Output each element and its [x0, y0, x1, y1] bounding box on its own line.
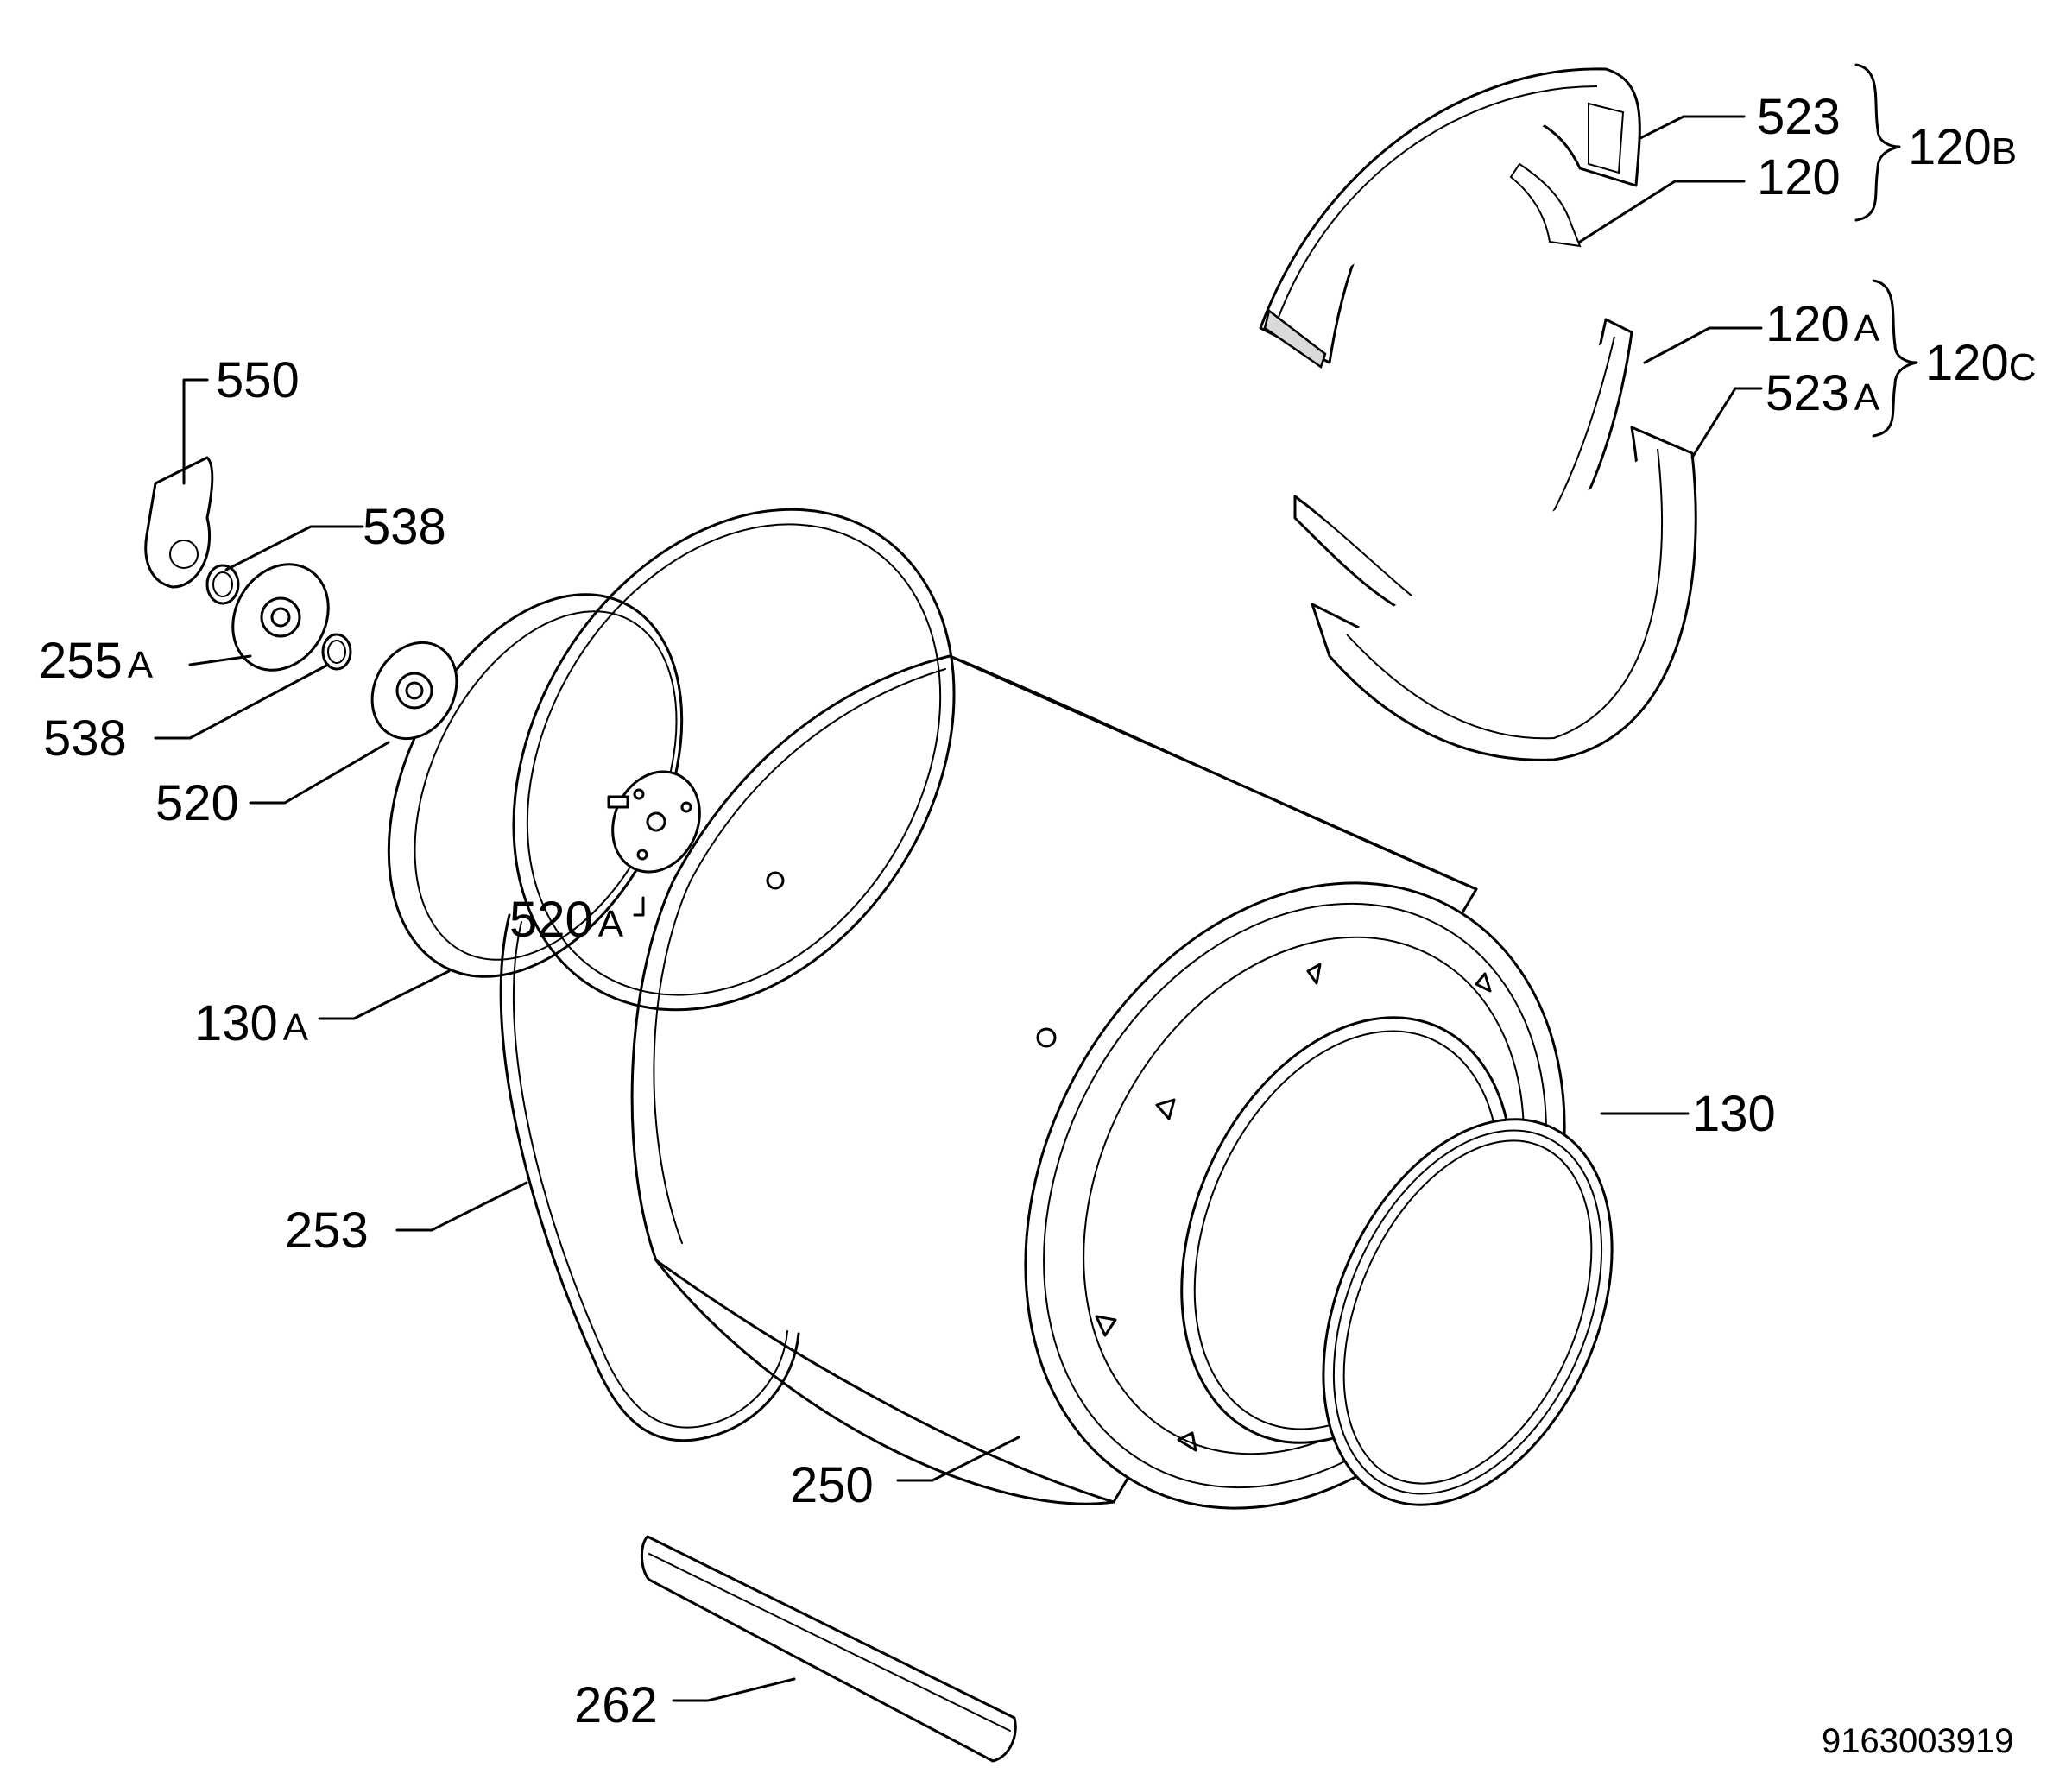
filter-frame-523 — [1259, 67, 1641, 369]
label-120a-number: 120 — [1766, 296, 1849, 352]
label-523a-number: 523 — [1766, 365, 1849, 421]
leader-lines — [154, 63, 1918, 1702]
filter-523a — [1311, 426, 1697, 761]
label-253: 253 — [285, 1202, 369, 1259]
bearing-flange-255a — [231, 563, 330, 672]
washer-538-top — [205, 564, 240, 605]
label-250: 250 — [790, 1457, 874, 1513]
shaft-520a — [607, 770, 701, 874]
drum-front-rings — [1024, 881, 1614, 1510]
label-262: 262 — [574, 1677, 658, 1733]
label-120a-suffix: A — [1854, 307, 1880, 350]
drive-belt-253 — [499, 913, 800, 1442]
label-120c-suffix: C — [2009, 346, 2037, 388]
label-120c: 120C — [1925, 335, 2037, 391]
label-538-top: 538 — [363, 499, 446, 555]
label-130a-number: 130 — [194, 995, 278, 1051]
label-520: 520 — [155, 775, 239, 831]
label-120: 120 — [1757, 149, 1841, 205]
label-130a-suffix: A — [283, 1007, 309, 1049]
washer-538-bottom — [321, 633, 352, 671]
label-538-bottom: 538 — [43, 710, 127, 767]
label-120b: 120B — [1908, 119, 2017, 175]
label-523: 523 — [1757, 89, 1841, 145]
label-120b-number: 120 — [1908, 119, 1992, 175]
label-520a-suffix: A — [598, 903, 624, 945]
label-255a-suffix: A — [128, 644, 154, 686]
label-130: 130 — [1692, 1086, 1776, 1142]
label-120b-suffix: B — [1992, 130, 2017, 173]
label-120c-number: 120 — [1925, 335, 2009, 391]
label-523a-suffix: A — [1854, 376, 1880, 419]
rear-seal-130a — [387, 508, 956, 1012]
label-520a-number: 520 — [509, 892, 593, 948]
bearing-520 — [370, 641, 458, 741]
document-number: 9163003919 — [1822, 1722, 2013, 1760]
bearing-holder-550 — [144, 456, 214, 589]
filter-insert-120 — [1509, 162, 1582, 248]
label-550: 550 — [216, 352, 300, 408]
label-255a-number: 255 — [39, 633, 123, 689]
seal-strip-262 — [641, 1535, 1017, 1763]
